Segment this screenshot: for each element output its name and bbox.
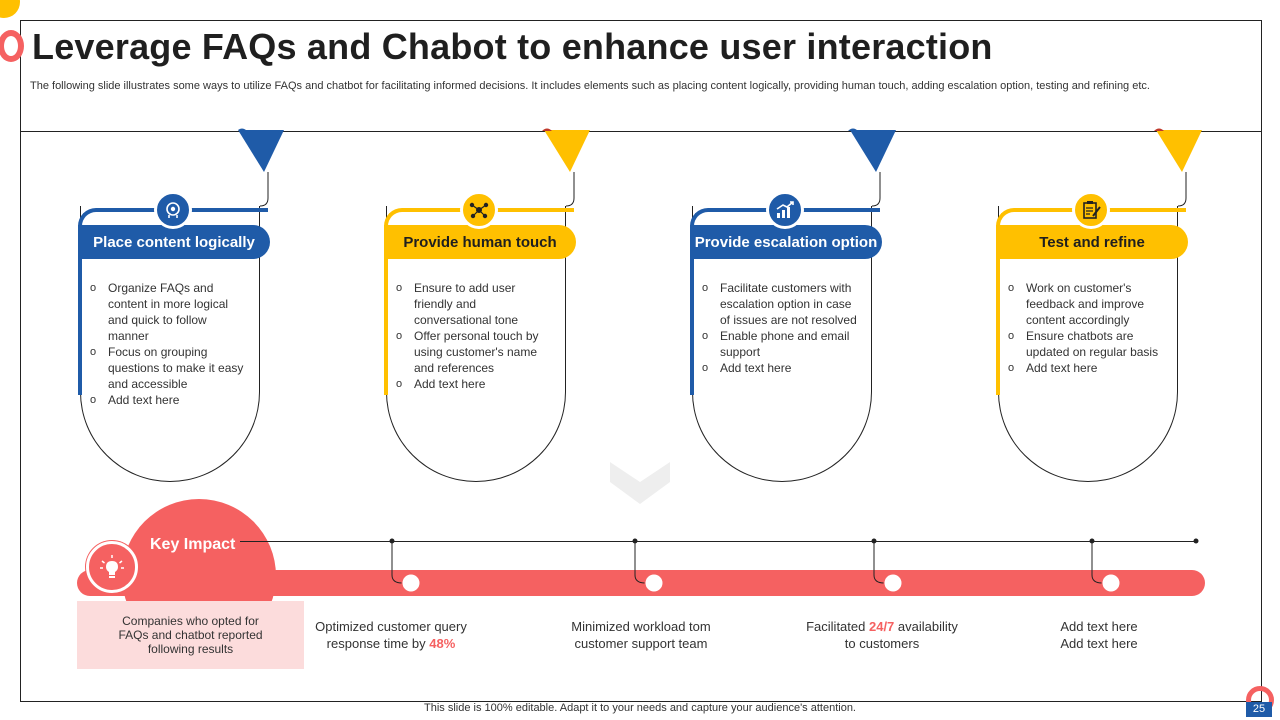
card-test-refine: Test and refine Work on customer's feedb… <box>996 128 1280 488</box>
list-item: Enable phone and email support <box>702 328 862 360</box>
list-item: Facilitate customers with escalation opt… <box>702 280 862 328</box>
list-item: Offer personal touch by using customer's… <box>396 328 556 376</box>
result-item: Optimized customer query response time b… <box>306 618 476 652</box>
list-item: Add text here <box>90 392 250 408</box>
card-heading: Provide escalation option <box>690 225 882 259</box>
card-connector <box>871 172 881 207</box>
card-human-touch: Provide human touch Ensure to add user f… <box>384 128 684 488</box>
card-bullets: Work on customer's feedback and improve … <box>1008 280 1168 376</box>
card-bullets: Organize FAQs and content in more logica… <box>90 280 250 408</box>
card-escalation: Provide escalation option Facilitate cus… <box>690 128 990 488</box>
result-text: availability to customers <box>844 619 958 651</box>
list-item: Work on customer's feedback and improve … <box>1008 280 1168 328</box>
page-number: 25 <box>1246 702 1272 717</box>
head-gear-icon <box>154 191 192 229</box>
card-place-content: Place content logically Organize FAQs an… <box>78 128 378 488</box>
list-item: Focus on grouping questions to make it e… <box>90 344 250 392</box>
card-heading: Test and refine <box>996 225 1188 259</box>
result-text: Facilitated <box>806 619 869 634</box>
list-item: Ensure to add user friendly and conversa… <box>396 280 556 328</box>
list-item: Add text here <box>1008 360 1168 376</box>
result-text: Minimized workload tom customer support … <box>571 619 711 651</box>
header-divider <box>21 131 1261 132</box>
decor-yellow-circle <box>0 0 20 18</box>
result-item: Minimized workload tom customer support … <box>560 618 722 652</box>
card-connector <box>1177 172 1187 207</box>
card-heading: Place content logically <box>78 225 270 259</box>
card-bullets: Ensure to add user friendly and conversa… <box>396 280 556 392</box>
card-connector <box>259 172 269 207</box>
timeline-line <box>240 541 1198 542</box>
chevron-down-icon <box>610 462 670 504</box>
network-people-icon <box>460 191 498 229</box>
impact-description: Companies who opted for FAQs and chatbot… <box>77 601 304 669</box>
page-subtitle: The following slide illustrates some way… <box>30 80 1150 92</box>
card-flag <box>238 128 284 172</box>
result-text: Add text here <box>1060 619 1138 634</box>
impact-bar <box>77 570 1205 596</box>
list-item: Add text here <box>702 360 862 376</box>
list-item: Organize FAQs and content in more logica… <box>90 280 250 344</box>
footer-note: This slide is 100% editable. Adapt it to… <box>424 702 856 714</box>
key-impact-label: Key Impact <box>150 536 236 553</box>
result-highlight: 48% <box>429 636 456 651</box>
card-flag <box>542 128 590 172</box>
decor-red-ring <box>0 30 24 62</box>
list-item: Ensure chatbots are updated on regular b… <box>1008 328 1168 360</box>
clipboard-check-icon <box>1072 191 1110 229</box>
growth-chart-icon <box>766 191 804 229</box>
card-bullets: Facilitate customers with escalation opt… <box>702 280 862 376</box>
card-flag <box>848 128 896 172</box>
card-flag <box>1154 128 1202 172</box>
lightbulb-icon <box>86 541 138 593</box>
page-title: Leverage FAQs and Chabot to enhance user… <box>32 26 993 67</box>
result-highlight: 24/7 <box>868 619 895 634</box>
result-text: Optimized customer query response time b… <box>315 619 467 651</box>
card-heading: Provide human touch <box>384 225 576 259</box>
result-item: Add text here Add text here <box>1040 618 1158 652</box>
result-text: Add text here <box>1060 636 1138 651</box>
result-item: Facilitated 24/7 availability to custome… <box>806 618 958 652</box>
slide-frame <box>20 20 1262 702</box>
card-connector <box>565 172 575 207</box>
list-item: Add text here <box>396 376 556 392</box>
